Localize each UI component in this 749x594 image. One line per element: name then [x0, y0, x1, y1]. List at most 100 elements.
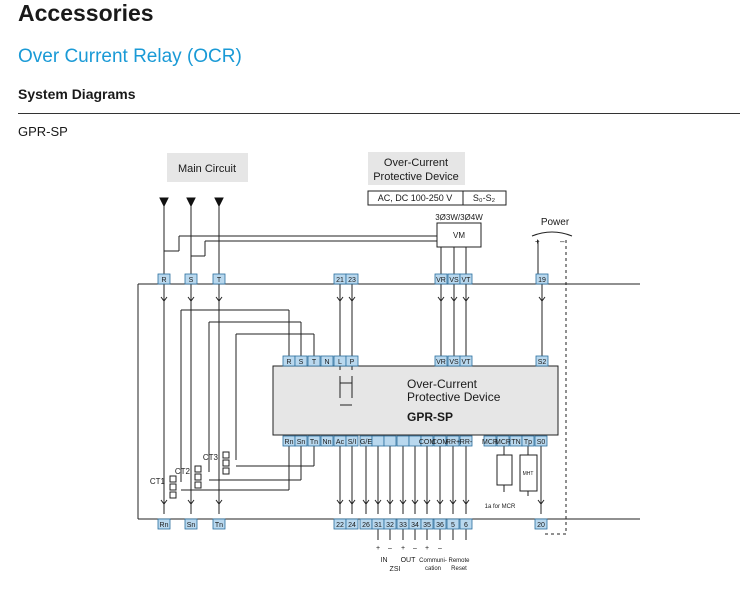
model-label: GPR-SP: [18, 124, 68, 139]
device-bottom-terminal-3-label: Nn: [323, 439, 332, 446]
contact-symbol: [436, 499, 444, 505]
power-dashed-wire: [543, 240, 567, 535]
device-bottom-terminal-11-label: COM: [419, 439, 436, 446]
top-terminal-5-box: [434, 273, 448, 285]
bottom-terminal-5-label: 33: [399, 522, 407, 529]
polarity-mark: +: [401, 545, 405, 552]
contact-symbol: [215, 296, 223, 302]
device-bottom-terminal-18-box: [521, 435, 535, 447]
contact-symbol: [187, 499, 195, 505]
power-bracket: [531, 231, 573, 237]
polarity-mark: –: [438, 545, 442, 552]
device-bottom-terminal-19-label: S0: [537, 439, 546, 446]
contact-symbol: [399, 499, 407, 505]
device-top-terminal-3-box: [320, 355, 334, 367]
device-bottom-terminal-7-box: [371, 435, 385, 447]
power-label: Power: [541, 217, 570, 228]
bottom-terminal-10-box: [459, 518, 473, 530]
bottom-terminal-0-label: 22: [336, 522, 344, 529]
voltage-label: AC, DC 100-250 V: [378, 193, 453, 203]
vm-type-label: 3Ø3W/3Ø4W: [435, 213, 483, 222]
device-top-terminal-6-label: VR: [436, 359, 446, 366]
contact-symbol: [537, 499, 545, 505]
device-top-terminal-5-box: [345, 355, 359, 367]
top-terminal-3-label: 21: [336, 277, 344, 284]
bottom-left-terminal-0-box: [157, 518, 171, 530]
contact-symbol: [362, 499, 370, 505]
device-bottom-terminal-13-box: [446, 435, 460, 447]
device-top-terminal-4-label: L: [338, 359, 342, 366]
device-bottom-terminal-6-label: G/E: [360, 439, 372, 446]
device-bottom-terminal-5-label: S/I: [348, 439, 357, 446]
device-top-terminal-9-box: [535, 355, 549, 367]
mcr-module: [496, 454, 513, 486]
ct-coil: [169, 483, 177, 491]
top-terminal-7-label: VT: [462, 277, 472, 284]
contact-symbol: [336, 499, 344, 505]
mht-label: MHT: [523, 471, 534, 477]
vm-box: [436, 222, 482, 248]
top-terminal-5-label: VR: [436, 277, 446, 284]
contact-symbol: [386, 499, 394, 505]
bottom-terminal-10-label: 6: [464, 522, 468, 529]
polarity-mark: –: [413, 545, 417, 552]
section-subtitle: Over Current Relay (OCR): [18, 46, 242, 67]
device-top-terminal-2-box: [307, 355, 321, 367]
section-heading: System Diagrams: [18, 86, 136, 102]
device-bottom-terminal-3-box: [320, 435, 334, 447]
ct-coil: [222, 467, 230, 475]
bottom-terminal-4-box: [383, 518, 397, 530]
top-terminal-8-box: [535, 273, 549, 285]
contact-symbol: [450, 296, 458, 302]
top-terminal-1-box: [184, 273, 198, 285]
contact-symbol: [348, 499, 356, 505]
bottom-terminal-9-box: [446, 518, 460, 530]
device-bottom-terminal-17-label: TN: [511, 439, 520, 446]
device-top-terminal-1-label: S: [299, 359, 304, 366]
contact-symbol: [538, 296, 546, 302]
device-bottom-terminal-2-label: Tn: [310, 439, 318, 446]
bottom-terminal-1-label: 24: [348, 522, 356, 529]
top-terminal-4-label: 23: [348, 277, 356, 284]
device-top-terminal-2-label: T: [312, 359, 317, 366]
device-bottom-terminal-0-label: Rn: [285, 439, 294, 446]
device-top-terminal-3-label: N: [324, 359, 329, 366]
s-terminals-label: S₀-S₂: [473, 193, 496, 203]
polarity-mark: +: [425, 545, 429, 552]
ct-label-3: CT3: [203, 453, 219, 462]
ct-coil: [194, 481, 202, 489]
vm-label: VM: [453, 231, 465, 240]
ct-label-1: CT1: [150, 477, 166, 486]
caption-zsi: ZSI: [390, 566, 401, 573]
contact-symbol: [449, 499, 457, 505]
device-bottom-terminal-2-box: [307, 435, 321, 447]
bottom-terminal-8-label: 36: [436, 522, 444, 529]
top-terminal-4-box: [345, 273, 359, 285]
phase-arrow: [214, 197, 224, 208]
bottom-terminal-11-box: [534, 518, 548, 530]
contact-symbol: [336, 296, 344, 302]
polarity-mark: –: [388, 545, 392, 552]
contact-symbol: [411, 499, 419, 505]
contact-symbol: [462, 499, 470, 505]
device-bottom-terminal-1-label: Sn: [297, 439, 306, 446]
top-terminal-0-box: [157, 273, 171, 285]
device-bottom-terminal-8-box: [383, 435, 397, 447]
bottom-terminal-7-label: 35: [423, 522, 431, 529]
bottom-terminal-3-label: 31: [374, 522, 382, 529]
ct-coil: [169, 491, 177, 499]
bottom-terminal-11-label: 20: [537, 522, 545, 529]
device-bottom-terminal-9-box: [396, 435, 410, 447]
device-bottom-terminal-19-box: [534, 435, 548, 447]
device-bottom-terminal-12-label: COM: [432, 439, 449, 446]
caption-in: IN: [381, 557, 388, 564]
bottom-left-terminal-2-label: Tn: [215, 522, 223, 529]
power-minus: –: [560, 237, 565, 246]
device-box: [272, 365, 559, 436]
device-bottom-terminal-5-box: [345, 435, 359, 447]
device-bottom-terminal-18-label: Tp: [524, 439, 532, 446]
device-top-terminal-8-box: [459, 355, 473, 367]
bottom-terminal-9-label: 5: [451, 522, 455, 529]
contact-symbol: [437, 296, 445, 302]
bottom-terminal-4-label: 32: [386, 522, 394, 529]
